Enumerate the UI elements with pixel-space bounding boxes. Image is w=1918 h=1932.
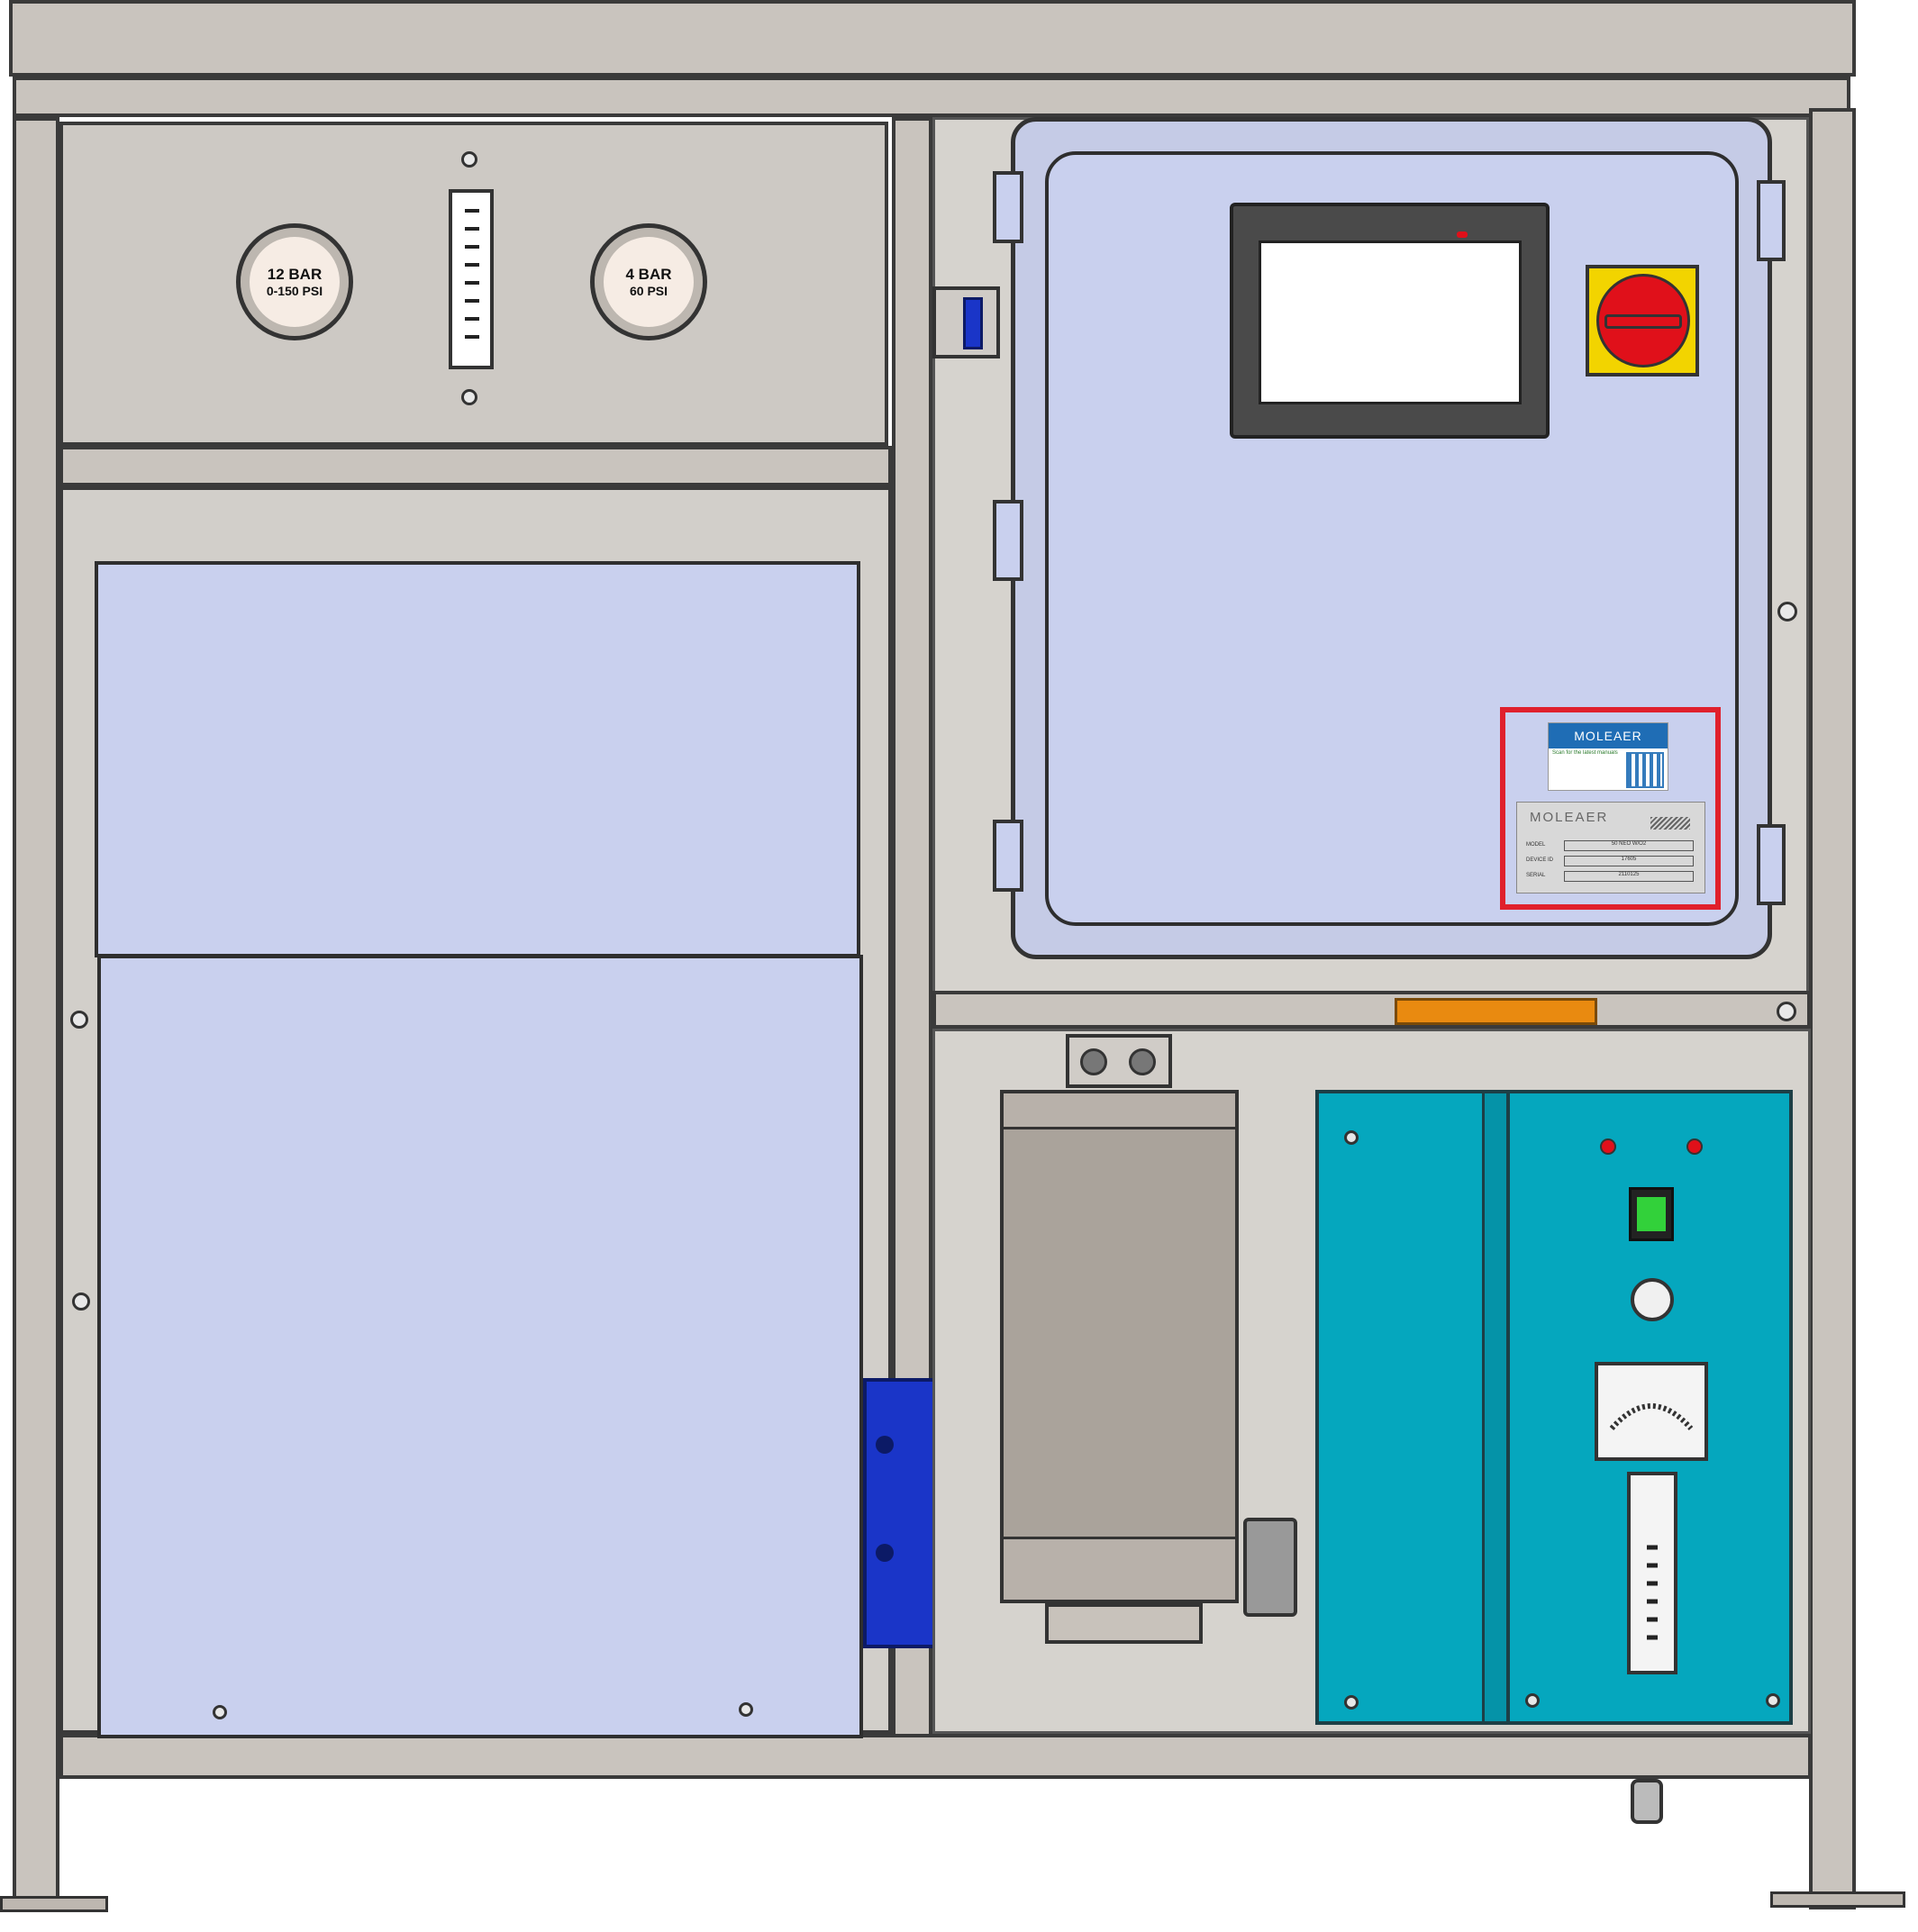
flow-meter xyxy=(449,189,494,369)
gauge-left-line2: 0-150 PSI xyxy=(266,284,323,298)
qr-label-tagline: Scan for the latest manuals xyxy=(1552,750,1618,756)
screw-icon xyxy=(1525,1693,1540,1708)
left-foot xyxy=(0,1896,108,1912)
power-supply-box xyxy=(1000,1090,1239,1603)
power-supply-base xyxy=(1045,1603,1203,1644)
screw-icon xyxy=(213,1705,227,1719)
nameplate-value-model: 50 NEO W/O2 xyxy=(1564,840,1694,851)
top-rail xyxy=(9,0,1856,77)
screw-icon xyxy=(1766,1693,1780,1708)
rotameter xyxy=(1627,1472,1677,1674)
nameplate-value-device-id: 17605 xyxy=(1564,856,1694,866)
qr-label-header: MOLEAER xyxy=(1549,723,1668,748)
door-hinge-top xyxy=(993,171,1023,243)
pressure-gauge-left: 12 BAR 0-150 PSI xyxy=(236,223,353,340)
tank-cover-lower xyxy=(97,955,863,1738)
screw-icon xyxy=(461,151,477,168)
top-rail-lower xyxy=(13,77,1850,117)
power-supply-bracket xyxy=(1066,1034,1172,1088)
screw-icon xyxy=(739,1702,753,1717)
qr-label-plate: MOLEAER Scan for the latest manuals xyxy=(1548,722,1668,791)
screw-icon xyxy=(1344,1130,1359,1145)
door-hinge-bottom xyxy=(993,820,1023,892)
nameplate-key-serial: SERIAL xyxy=(1526,873,1546,878)
screw-icon xyxy=(70,1011,88,1029)
drain-valve xyxy=(1631,1779,1663,1824)
bottom-rail xyxy=(59,1734,1812,1779)
indicator-led-left xyxy=(1600,1138,1616,1155)
qr-label-brand: MOLEAER xyxy=(1574,729,1642,743)
nameplate-key-model: MODEL xyxy=(1526,842,1546,848)
cable-gland xyxy=(1243,1518,1297,1617)
screw-icon xyxy=(461,389,477,405)
ozone-generator-front xyxy=(1506,1090,1793,1725)
qr-code-icon xyxy=(1626,752,1664,788)
door-hinge-middle xyxy=(993,500,1023,581)
door-latch-top xyxy=(1757,180,1786,261)
disconnect-knob[interactable] xyxy=(1596,274,1690,367)
hmi-display[interactable] xyxy=(1259,240,1522,404)
screw-icon xyxy=(1777,1002,1796,1021)
nameplate: MOLEAER MODEL 50 NEO W/O2 DEVICE ID 1760… xyxy=(1516,802,1705,893)
hmi-status-led xyxy=(1457,231,1468,238)
tank-cover-upper xyxy=(95,561,860,957)
gauge-right-line2: 60 PSI xyxy=(629,284,668,298)
nameplate-key-device-id: DEVICE ID xyxy=(1526,857,1554,863)
door-latch-bottom xyxy=(1757,824,1786,905)
pressure-gauge-right: 4 BAR 60 PSI xyxy=(590,223,707,340)
gauge-panel-shelf xyxy=(59,446,892,486)
left-post xyxy=(13,117,59,1909)
analog-meter xyxy=(1595,1362,1708,1461)
pipe-fitting xyxy=(932,286,1000,358)
orange-connector xyxy=(1395,998,1597,1025)
hmi-touchscreen[interactable] xyxy=(1230,203,1550,439)
right-post xyxy=(1809,108,1856,1909)
screw-icon xyxy=(1344,1695,1359,1710)
mid-shelf xyxy=(932,991,1811,1029)
power-toggle-switch[interactable] xyxy=(1629,1187,1674,1241)
nameplate-brand: MOLEAER xyxy=(1530,810,1609,825)
right-foot xyxy=(1770,1891,1905,1908)
gauge-left-line1: 12 BAR xyxy=(267,266,323,283)
highlight-box xyxy=(1500,707,1721,910)
ozone-generator-divider xyxy=(1482,1093,1509,1721)
screw-icon xyxy=(1080,1048,1107,1075)
gauge-right-line1: 4 BAR xyxy=(625,266,672,283)
screw-icon xyxy=(72,1293,90,1311)
main-disconnect-switch[interactable] xyxy=(1586,265,1699,376)
indicator-led-right xyxy=(1686,1138,1703,1155)
flag-icon xyxy=(1650,817,1690,830)
screw-icon xyxy=(1777,602,1797,621)
screw-icon xyxy=(1129,1048,1156,1075)
adjustment-knob[interactable] xyxy=(1631,1278,1674,1321)
nameplate-value-serial: 2110125 xyxy=(1564,871,1694,882)
